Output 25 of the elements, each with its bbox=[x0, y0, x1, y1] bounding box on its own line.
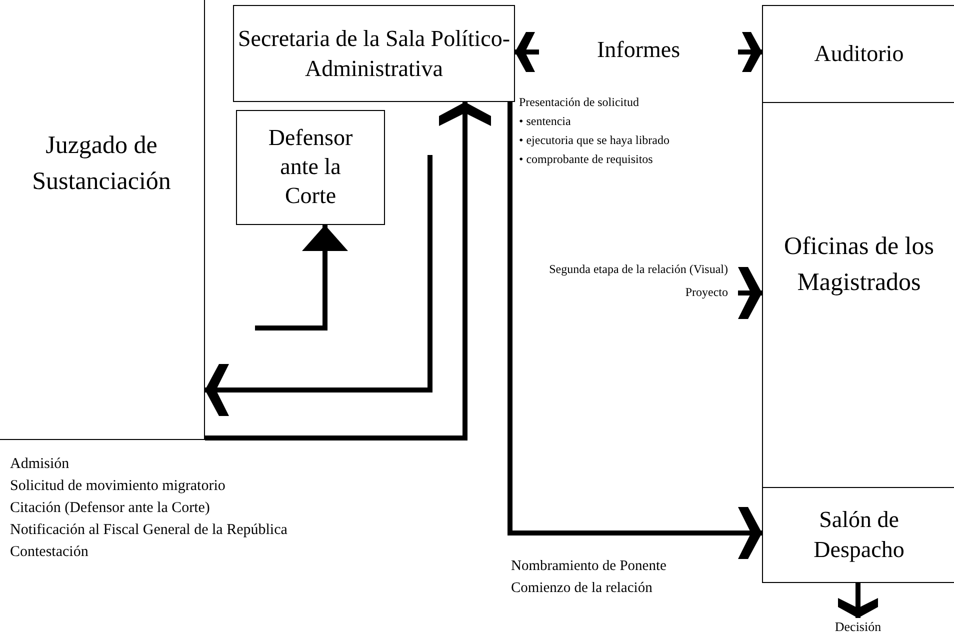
panel-box bbox=[0, 0, 205, 440]
node-label: Salón de Despacho bbox=[812, 506, 906, 564]
note-text: • sentencia bbox=[519, 113, 572, 130]
note-text: Admisión bbox=[10, 455, 70, 474]
note-text: Nombramiento de Ponente bbox=[511, 557, 666, 576]
node-label: Defensor ante la Corte bbox=[267, 124, 354, 210]
note-text: Citación (Defensor ante la Corte) bbox=[10, 499, 211, 518]
node-label: Oficinas de los Magistrados bbox=[783, 232, 935, 298]
note-text: • comprobante de requisitos bbox=[519, 151, 654, 168]
process-box bbox=[236, 110, 385, 225]
outcome-label: Decisión bbox=[834, 619, 882, 635]
process-box bbox=[233, 5, 515, 102]
note-text: • ejecutoria que se haya librado bbox=[519, 132, 670, 149]
process-box bbox=[762, 5, 954, 103]
note-text: Proyecto bbox=[684, 284, 728, 301]
note-text: Segunda etapa de la relación (Visual) bbox=[549, 261, 728, 278]
note-text: Comienzo de la relación bbox=[511, 579, 654, 598]
note-text: Notificación al Fiscal General de la República bbox=[10, 521, 288, 540]
node-label: Juzgado de Sustanciación bbox=[31, 130, 172, 197]
node-label: Auditorio bbox=[814, 40, 904, 68]
note-text: Contestación bbox=[10, 543, 90, 562]
node-label: Secretaria de la Sala Político-Administrativa bbox=[236, 24, 512, 82]
note-text: Presentación de solicitud bbox=[519, 94, 640, 111]
note-text: Solicitud de movimiento migratorio bbox=[10, 477, 226, 496]
process-box bbox=[762, 487, 954, 583]
